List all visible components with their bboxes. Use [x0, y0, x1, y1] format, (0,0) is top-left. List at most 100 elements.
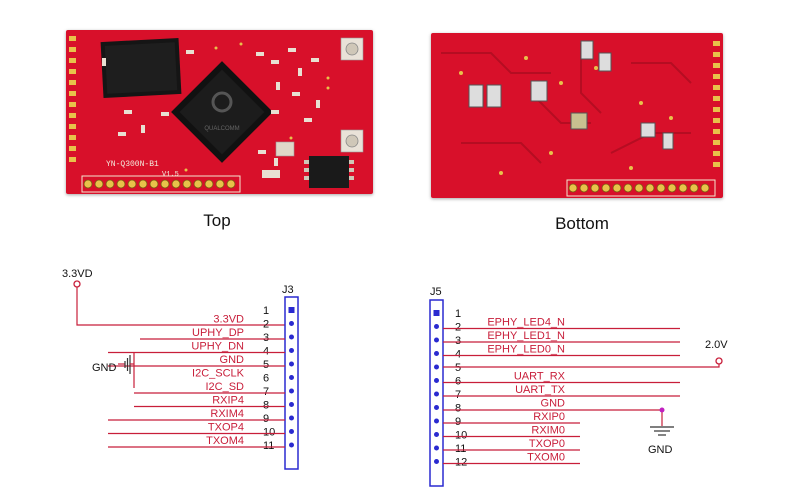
j3-pin-9-marker [289, 415, 294, 421]
j5-ref: J5 [430, 286, 442, 298]
j5-pin-6-number: 6 [455, 376, 461, 388]
j3-pin-9-signal: RXIM4 [210, 408, 244, 420]
j3-pin-7-marker [289, 388, 294, 394]
flash-chip [100, 37, 182, 99]
j5-pin-1-number: 1 [455, 308, 461, 320]
j5-pin-12-marker [434, 459, 439, 464]
caption-bottom: Bottom [555, 214, 609, 233]
j3-pin-4-number: 4 [263, 346, 269, 358]
j5-pin-9-marker [434, 418, 439, 424]
antenna-connector-bottom [340, 129, 364, 153]
j5-pin-4-marker [434, 351, 439, 356]
j3-supply-wire [76, 287, 285, 326]
j5-pin-10-number: 10 [455, 430, 467, 442]
j3-pin-2-signal: 3.3VD [213, 314, 244, 326]
smd-components [102, 48, 320, 166]
bottom-components [468, 40, 674, 150]
j5-pin-11-signal: TXOP0 [529, 438, 565, 450]
j3-pin-6-number: 6 [263, 373, 269, 385]
board-top-illustration: QUALCOMM [66, 30, 373, 194]
j5-pin-3-marker [434, 337, 439, 343]
j5-pin-12-number: 12 [455, 457, 467, 469]
j3-pin-9-number: 9 [263, 413, 269, 425]
j3-pins: 123.3VD3UPHY_DP4UPHY_DN5GND6I2C_SCLK7I2C… [108, 305, 295, 452]
j5-pin-1-marker [433, 310, 440, 316]
j3-pin-5-marker [289, 361, 294, 367]
j5-pin-2-marker [434, 324, 439, 329]
j3-pin-2-marker [289, 321, 294, 326]
j3-gnd-symbol: GND [92, 352, 135, 388]
regulator-chip [304, 156, 354, 188]
j5-pin-3-signal: EPHY_LED1_N [487, 330, 565, 342]
j5-pin-5-marker [434, 364, 439, 370]
j3-pin-11-number: 11 [263, 440, 274, 452]
j5-pin-7-number: 7 [455, 389, 461, 401]
j3-block: 3.3VD J3 1 2 3.3VD 3 UPHY_DP 4 UPHY_DN 5 GND 6I2C… [62, 268, 299, 470]
j3-gnd-label: GND [92, 362, 117, 374]
j3-pin-3-signal: UPHY_DP [192, 327, 244, 339]
j5-pin-11-marker [434, 445, 439, 451]
bottom-vias [459, 56, 673, 175]
j5-supply-node [715, 357, 723, 365]
j5-pin-6-marker [434, 378, 439, 383]
j5-pin-8-signal: GND [541, 398, 566, 410]
j3-supply-node [73, 280, 81, 288]
right-edge-pads [713, 41, 720, 167]
j3-pin-4-marker [289, 348, 294, 353]
j3-pin-11-marker [289, 442, 294, 448]
inductor [262, 170, 280, 178]
j3-connector-body [284, 296, 299, 470]
j3-pin-10-number: 10 [263, 427, 275, 439]
board-bottom-photo [431, 33, 723, 198]
vias [184, 42, 330, 172]
j3-pin-2-number: 2 [263, 319, 269, 331]
j5-pin-2-number: 2 [455, 322, 461, 334]
j5-pin-9-number: 9 [455, 416, 461, 428]
soc-chip: QUALCOMM [171, 61, 273, 163]
j5-gnd-label: GND [648, 444, 673, 456]
j5-pin-10-marker [434, 432, 439, 437]
j5-pin-6-signal: UART_RX [514, 371, 566, 383]
j3-pin-10-signal: TXOP4 [208, 422, 244, 434]
j3-pin-8-number: 8 [263, 400, 269, 412]
j3-pin-5-signal: GND [220, 354, 245, 366]
j5-supply-label: 2.0V [705, 339, 728, 351]
j3-pin-1-number: 1 [263, 305, 269, 317]
j3-pin-10-marker [289, 429, 294, 434]
j5-pin-4-number: 4 [455, 349, 461, 361]
j5-pin-12-signal: TXOM0 [527, 452, 565, 464]
bottom-edge-pads-back [568, 183, 710, 193]
j3-pin-4-signal: UPHY_DN [191, 341, 244, 353]
bottom-edge-pads [83, 179, 236, 189]
j5-pin-7-marker [434, 391, 439, 397]
j3-pin-8-signal: RXIP4 [212, 395, 244, 407]
j3-pin-5-number: 5 [263, 359, 269, 371]
j5-supply-wire [443, 364, 720, 368]
caption-top: Top [203, 211, 231, 230]
j3-pin-1-marker [288, 307, 295, 313]
j3-pin-8-marker [289, 402, 294, 407]
j5-pin-9-signal: RXIP0 [533, 411, 565, 423]
j3-pin-7-signal: I2C_SD [205, 381, 244, 393]
left-edge-pads [69, 36, 76, 162]
j3-pin-11-signal: TXOM4 [206, 435, 244, 447]
board-bottom-illustration [431, 33, 723, 198]
j5-pin-7-signal: UART_TX [515, 384, 566, 396]
j5-pin-10-signal: RXIM0 [531, 425, 565, 437]
j5-pin-8-marker [434, 405, 439, 410]
j3-ref: J3 [282, 284, 294, 296]
j3-pin-6-marker [289, 375, 294, 380]
j3-pin-3-number: 3 [263, 332, 269, 344]
pinout-schematic: 3.3VD J3 123.3VD3UPHY_DP4UPHY_DN5GND6I2C… [62, 268, 728, 487]
j5-gnd-symbol: GND [443, 407, 674, 456]
j5-connector-body [429, 299, 444, 487]
crystal [275, 141, 295, 157]
silk-version: V1.5 [162, 171, 179, 179]
j5-pin-4-signal: EPHY_LED0_N [487, 344, 565, 356]
board-top-photo: QUALCOMM [66, 30, 373, 194]
antenna-connector-top [340, 37, 364, 61]
j3-supply-label: 3.3VD [62, 268, 93, 280]
j3-pin-3-marker [289, 334, 294, 340]
